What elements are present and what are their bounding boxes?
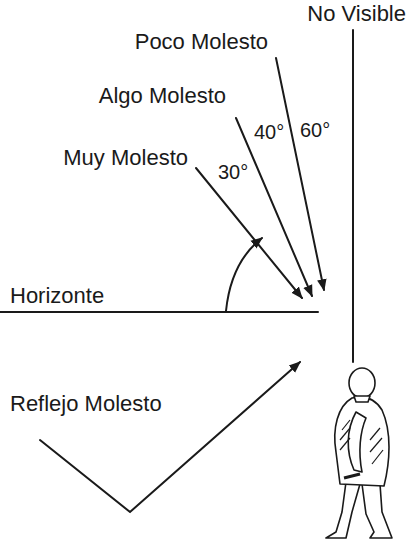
reflection-ray — [40, 362, 300, 512]
glare-ray — [196, 168, 302, 298]
zone-label: Algo Molesto — [99, 84, 226, 107]
horizon-label: Horizonte — [10, 284, 104, 307]
person-hatching — [340, 420, 383, 478]
angle-arrow — [226, 238, 262, 311]
glare-ray — [276, 58, 324, 290]
glare-ray — [236, 118, 312, 296]
person-belt — [344, 474, 360, 478]
vertical-line — [352, 30, 354, 362]
angle-label: 30° — [218, 162, 248, 183]
hatch-line — [340, 428, 350, 440]
hatch-line — [340, 438, 350, 450]
reflection-label: Reflejo Molesto — [10, 392, 162, 415]
zone-label: No Visible — [307, 2, 406, 25]
hatch-line — [370, 438, 382, 452]
horizon-line — [0, 311, 318, 313]
hatch-line — [342, 420, 350, 430]
zone-label: Poco Molesto — [135, 30, 268, 53]
hatch-line — [370, 428, 380, 440]
person-collar — [354, 396, 370, 402]
angle-label: 60° — [300, 120, 330, 141]
angle-label: 40° — [254, 122, 284, 143]
person-leg — [326, 482, 360, 538]
person-leg — [362, 484, 392, 538]
hatch-line — [372, 450, 383, 464]
person-arm — [348, 412, 366, 472]
person-jacket — [335, 397, 389, 486]
person-figure — [326, 368, 392, 538]
zone-label: Muy Molesto — [63, 146, 188, 169]
person-head — [349, 368, 375, 398]
